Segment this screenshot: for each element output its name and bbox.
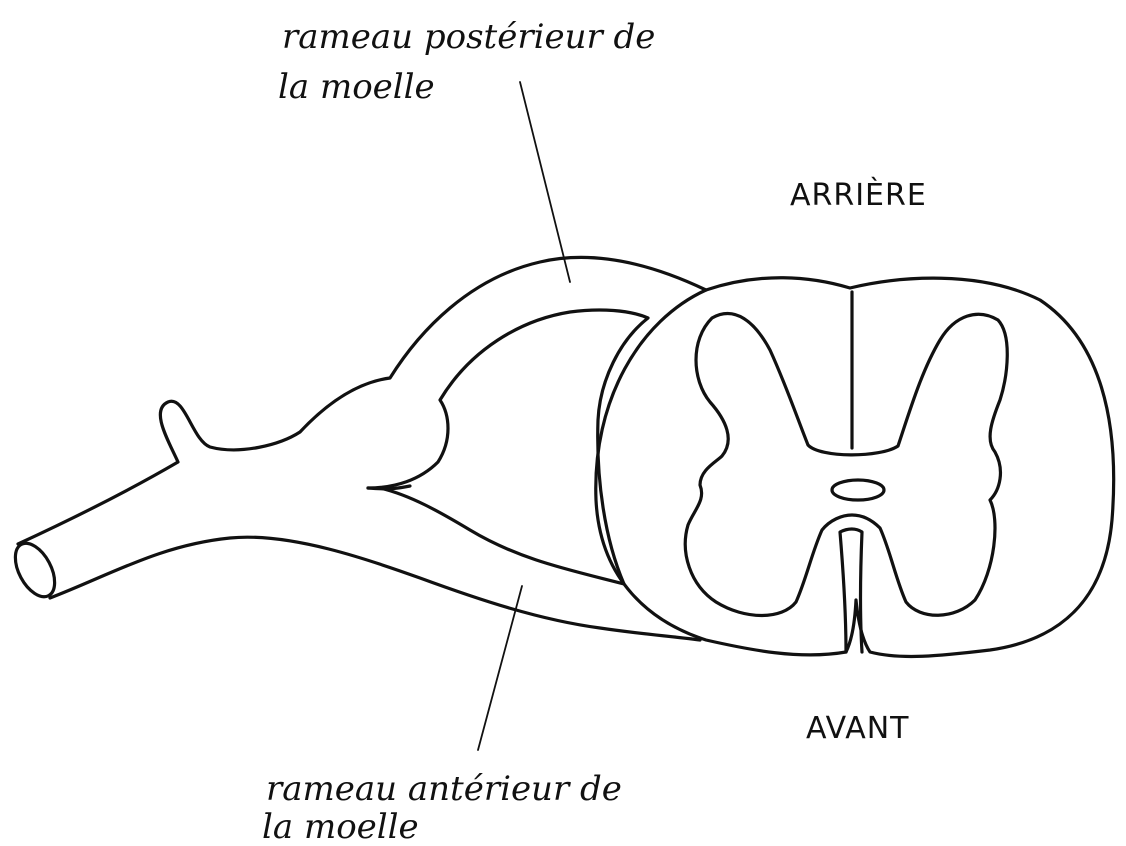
posterior-branch-label-line1: rameau postérieur de: [282, 17, 655, 57]
anterior-leader-line: [478, 586, 522, 750]
central-canal: [832, 480, 884, 500]
anterior-branch-label-line1: rameau antérieur de: [266, 769, 622, 809]
spinal-cord-outline: [596, 278, 1114, 657]
spinal-nerve: [7, 257, 706, 640]
front-label: AVANT: [806, 711, 910, 746]
anterior-branch-label-line2: la moelle: [262, 807, 419, 846]
grey-matter-outline: [685, 314, 1007, 616]
nerve-cut-end: [7, 537, 62, 603]
spinal-cord: [596, 278, 1114, 657]
posterior-leader-line: [520, 82, 570, 282]
posterior-branch-label-line2: la moelle: [278, 67, 435, 107]
nerve-lower-outline: [50, 537, 700, 640]
back-label: ARRIÈRE: [790, 177, 927, 213]
